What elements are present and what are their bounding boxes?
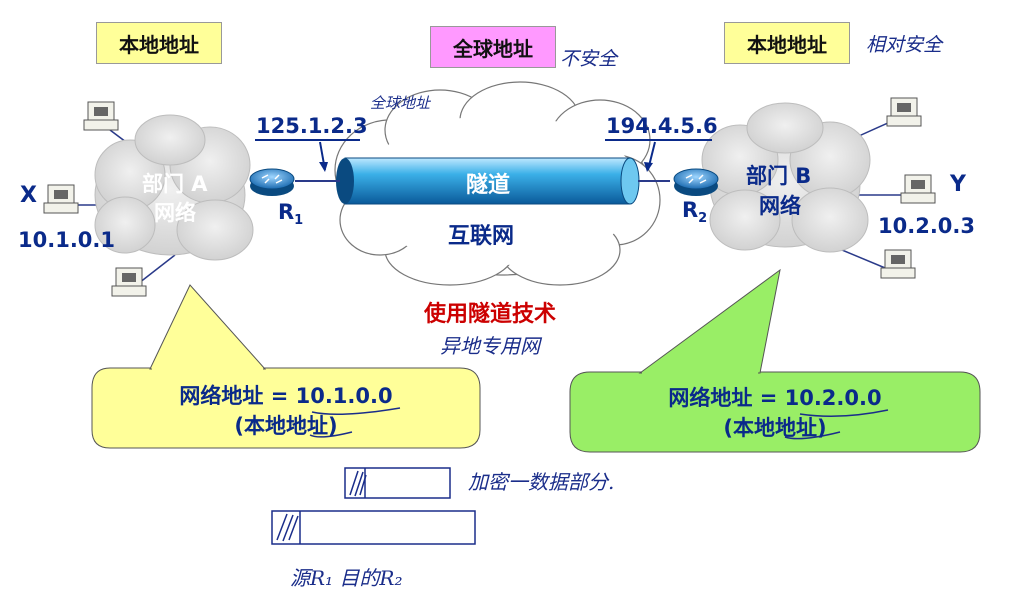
- note-relative-safe: 相对安全: [866, 34, 943, 56]
- router-r1-sub: 1: [294, 213, 304, 229]
- ip-r2: 194.4.5.6: [606, 114, 718, 138]
- tunnel-label: 隧道: [466, 173, 511, 198]
- router-r2-sub: 2: [698, 211, 708, 227]
- tunnel-tube: [336, 157, 640, 205]
- router-r2: [673, 168, 719, 196]
- callout-b-line1: 网络地址 = 10.2.0.0: [668, 386, 882, 410]
- note-unsafe: 不安全: [560, 48, 618, 70]
- host-y: Y: [950, 172, 966, 197]
- dept-b-label-2: 网络: [759, 194, 801, 218]
- internet-label: 互联网: [448, 224, 515, 249]
- callout-a-line1: 网络地址 = 10.1.0.0: [179, 384, 393, 408]
- router-r2-letter: R: [682, 198, 699, 222]
- local-address-right: 本地地址: [724, 22, 850, 64]
- note-encrypt: 加密一数据部分.: [468, 470, 615, 494]
- callout-b-line2: (本地地址): [723, 416, 827, 440]
- router-r1: [249, 168, 295, 196]
- packet-sketch: [271, 467, 476, 545]
- cloud-dept-b: [701, 102, 871, 253]
- callout-a-shape: [91, 284, 481, 449]
- host-x-ip: 10.1.0.1: [18, 228, 115, 252]
- tunnel-tech-label: 使用隧道技术: [424, 302, 557, 327]
- dept-a-label-1: 部门 A: [142, 172, 208, 196]
- dept-a-label-2: 网络: [154, 201, 196, 225]
- global-address-label: 全球地址: [430, 26, 556, 68]
- ip-r1: 125.1.2.3: [256, 114, 368, 138]
- router-r1-letter: R: [278, 200, 295, 224]
- callout-b-shape: [569, 268, 981, 453]
- host-y-ip: 10.2.0.3: [878, 214, 975, 238]
- note-src-dst: 源R₁ 目的R₂: [290, 566, 403, 590]
- callout-a-line2: (本地地址): [234, 414, 338, 438]
- host-x: X: [20, 183, 37, 208]
- dept-b-label-1: 部门 B: [746, 164, 812, 188]
- local-address-left: 本地地址: [96, 22, 222, 64]
- cloud-dept-a: [94, 114, 254, 261]
- note-global-addr: 全球地址: [370, 94, 431, 112]
- note-remote-private: 异地专用网: [440, 334, 540, 358]
- router-r1-label: R1: [278, 200, 303, 228]
- router-r2-label: R2: [682, 198, 707, 226]
